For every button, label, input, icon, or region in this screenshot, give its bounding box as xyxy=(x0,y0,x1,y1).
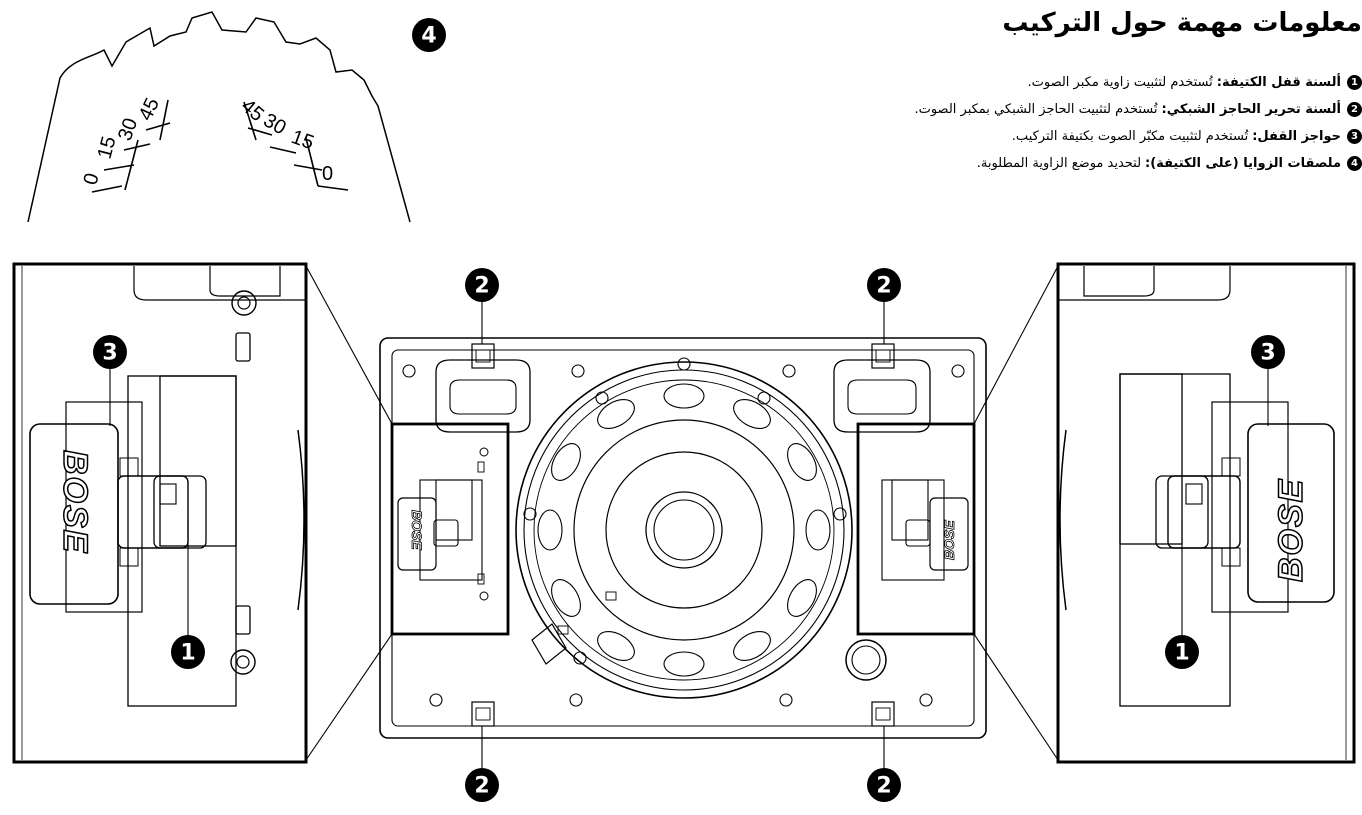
bose-logo-small-left: BOSE xyxy=(409,510,425,550)
callout-badge-1-left: 1 xyxy=(171,635,205,669)
callout-badge-1-right: 1 xyxy=(1165,635,1199,669)
legend-number: 1 xyxy=(1347,74,1362,90)
callout-number: 1 xyxy=(180,641,195,666)
bose-logo-left: BOSE xyxy=(56,450,94,554)
callout-number: 4 xyxy=(421,24,436,49)
right-detail-panel: BOSE xyxy=(1056,262,1356,764)
legend-term: ألسنة تحرير الحاجز الشبكي: xyxy=(1161,101,1341,117)
speaker-rear-view xyxy=(379,337,987,739)
angle-label-0-right: 0 xyxy=(322,163,333,185)
callout-badge-2-bottom-left: 2 xyxy=(465,768,499,802)
callout-number: 3 xyxy=(102,341,117,366)
callout-badge-3-right: 3 xyxy=(1251,335,1285,369)
legend-item-1: 1 ألسنة قفل الكتيفة: تُستخدم لتثبيت زاوي… xyxy=(722,70,1362,94)
legend-number: 2 xyxy=(1347,101,1362,117)
legend-number: 3 xyxy=(1347,128,1362,144)
callout-number: 1 xyxy=(1174,641,1189,666)
angle-label-45-left: 45 xyxy=(135,95,164,124)
callout-badge-2-top-right: 2 xyxy=(867,268,901,302)
angle-label-sector: 0 15 30 45 45 30 15 0 xyxy=(27,11,411,223)
bose-logo-right: BOSE xyxy=(1272,478,1310,582)
callout-badge-2-bottom-right: 2 xyxy=(867,768,901,802)
left-bracket-box: BOSE xyxy=(390,422,510,636)
callout-number: 3 xyxy=(1260,341,1275,366)
callout-badge-3-left: 3 xyxy=(93,335,127,369)
callout-leaders xyxy=(109,302,1269,768)
legend-number: 4 xyxy=(1347,155,1362,171)
angle-label-15-right: 15 xyxy=(288,126,316,154)
callout-number: 2 xyxy=(876,774,891,799)
legend-term: حواجز القفل: xyxy=(1252,128,1341,144)
callout-number: 2 xyxy=(876,274,891,299)
legend-item-4: 4 ملصقات الزوايا (على الكتيفة): لتحديد م… xyxy=(722,151,1362,175)
page-title: معلومات مهمة حول التركيب xyxy=(1002,8,1362,38)
legend-desc: تُستخدم لتثبيت مكبّر الصوت بكتيفة التركي… xyxy=(1011,128,1249,144)
angle-label-0-left: 0 xyxy=(80,171,104,187)
callout-badge-4: 4 xyxy=(412,18,446,52)
callout-badge-2-top-left: 2 xyxy=(465,268,499,302)
right-bracket-box: BOSE xyxy=(856,422,976,636)
legend-term: ملصقات الزوايا (على الكتيفة): xyxy=(1145,155,1341,171)
legend-desc: تُستخدم لتثبيت الحاجز الشبكي بمكبر الصوت… xyxy=(914,101,1158,117)
legend-term: ألسنة قفل الكتيفة: xyxy=(1216,74,1341,90)
callout-number: 2 xyxy=(474,274,489,299)
callout-number: 2 xyxy=(474,774,489,799)
bose-logo-small-right: BOSE xyxy=(941,520,957,560)
zoom-connectors xyxy=(305,265,1059,761)
legend-desc: تُستخدم لتثبيت زاوية مكبر الصوت. xyxy=(1027,74,1213,90)
legend-desc: لتحديد موضع الزاوية المطلوبة. xyxy=(976,155,1142,171)
legend-list: 1 ألسنة قفل الكتيفة: تُستخدم لتثبيت زاوي… xyxy=(722,70,1362,178)
left-detail-panel: BOSE xyxy=(12,262,308,764)
legend-item-3: 3 حواجز القفل: تُستخدم لتثبيت مكبّر الصو… xyxy=(722,124,1362,148)
angle-label-15-left: 15 xyxy=(94,134,121,161)
legend-item-2: 2 ألسنة تحرير الحاجز الشبكي: تُستخدم لتث… xyxy=(722,97,1362,121)
